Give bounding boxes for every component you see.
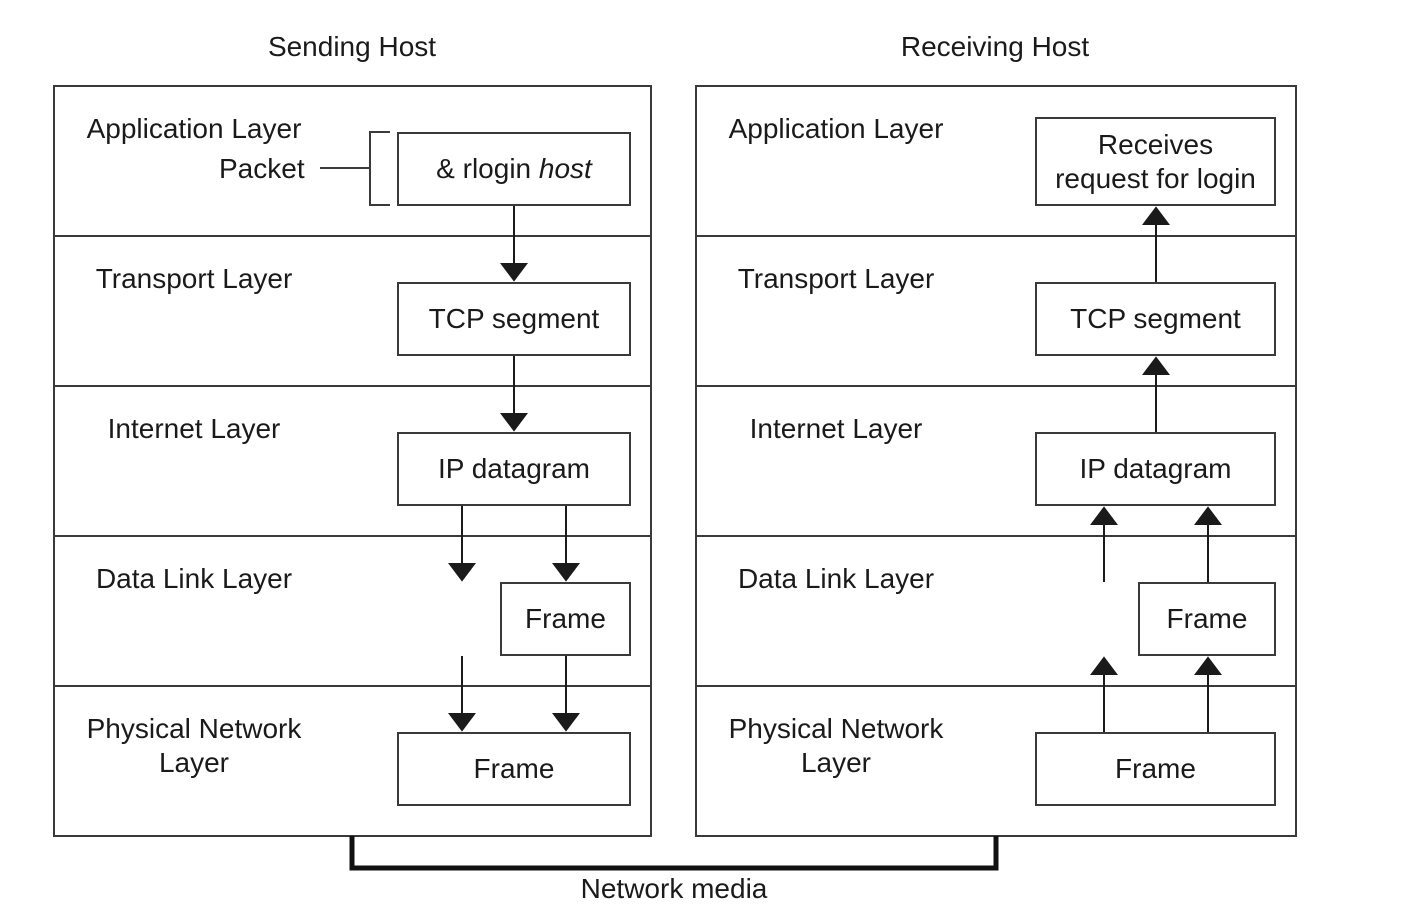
rlogin-packet-host-text: host <box>538 153 592 184</box>
rlogin-packet-text: & rlogin <box>436 153 539 184</box>
receiving-transport-layer-label: Transport Layer <box>737 263 935 294</box>
sending-host-title: Sending Host <box>267 31 437 62</box>
receives-login-request-line2: request for login <box>1055 162 1256 194</box>
sending-physical-layer-label-line1: Physical Network <box>86 713 302 744</box>
receiving-application-layer-label: Application Layer <box>728 113 944 144</box>
packet-bracket <box>320 131 390 206</box>
receives-login-request-line1: Receives <box>1097 128 1214 160</box>
sending-transport-layer-label: Transport Layer <box>95 263 293 294</box>
sending-physical-frame-box: Frame <box>397 732 631 806</box>
arrow-ip-to-tcp <box>1142 356 1170 432</box>
receiving-internet-layer-label: Internet Layer <box>749 413 923 444</box>
arrow-datalink-to-ip-left <box>1090 506 1118 582</box>
sending-tcp-segment-box: TCP segment <box>397 282 631 356</box>
receiving-physical-layer-label-line1: Physical Network <box>728 713 944 744</box>
arrow-tcp-to-ip <box>500 356 528 432</box>
arrow-ip-to-datalink-left <box>448 506 476 582</box>
receiving-ip-datagram-box: IP datagram <box>1035 432 1276 506</box>
sending-data-link-layer-label: Data Link Layer <box>95 563 293 594</box>
arrow-physical-to-datalink-left <box>1090 656 1118 732</box>
arrow-tcp-to-app <box>1142 206 1170 282</box>
receiving-physical-frame-box: Frame <box>1035 732 1276 806</box>
receiving-datalink-frame-box: Frame <box>1138 582 1276 656</box>
arrow-frame-to-ip-right <box>1194 506 1222 582</box>
network-media-label: Network media <box>580 873 768 904</box>
sending-physical-layer-label-line2: Layer <box>158 747 230 778</box>
rlogin-packet-box: & rlogin host <box>397 132 631 206</box>
network-media-link <box>349 836 999 871</box>
receiving-arrows <box>1090 206 1222 732</box>
arrow-frame-to-physical-right <box>552 656 580 732</box>
arrow-datalink-to-physical-left <box>448 656 476 732</box>
receiving-physical-layer-label-line2: Layer <box>800 747 872 778</box>
receiving-host-title: Receiving Host <box>900 31 1090 62</box>
receiving-data-link-layer-label: Data Link Layer <box>737 563 935 594</box>
sending-application-layer-label: Application Layer <box>86 113 302 144</box>
sending-ip-datagram-box: IP datagram <box>397 432 631 506</box>
sending-datalink-frame-box: Frame <box>500 582 631 656</box>
packet-label: Packet <box>219 153 305 184</box>
arrow-app-to-tcp <box>500 206 528 282</box>
arrow-ip-to-datalink-right <box>552 506 580 582</box>
receiving-tcp-segment-box: TCP segment <box>1035 282 1276 356</box>
arrow-physical-to-frame-right <box>1194 656 1222 732</box>
sending-arrows <box>448 206 580 732</box>
receives-login-request-box: Receives request for login <box>1035 117 1276 206</box>
sending-internet-layer-label: Internet Layer <box>107 413 281 444</box>
